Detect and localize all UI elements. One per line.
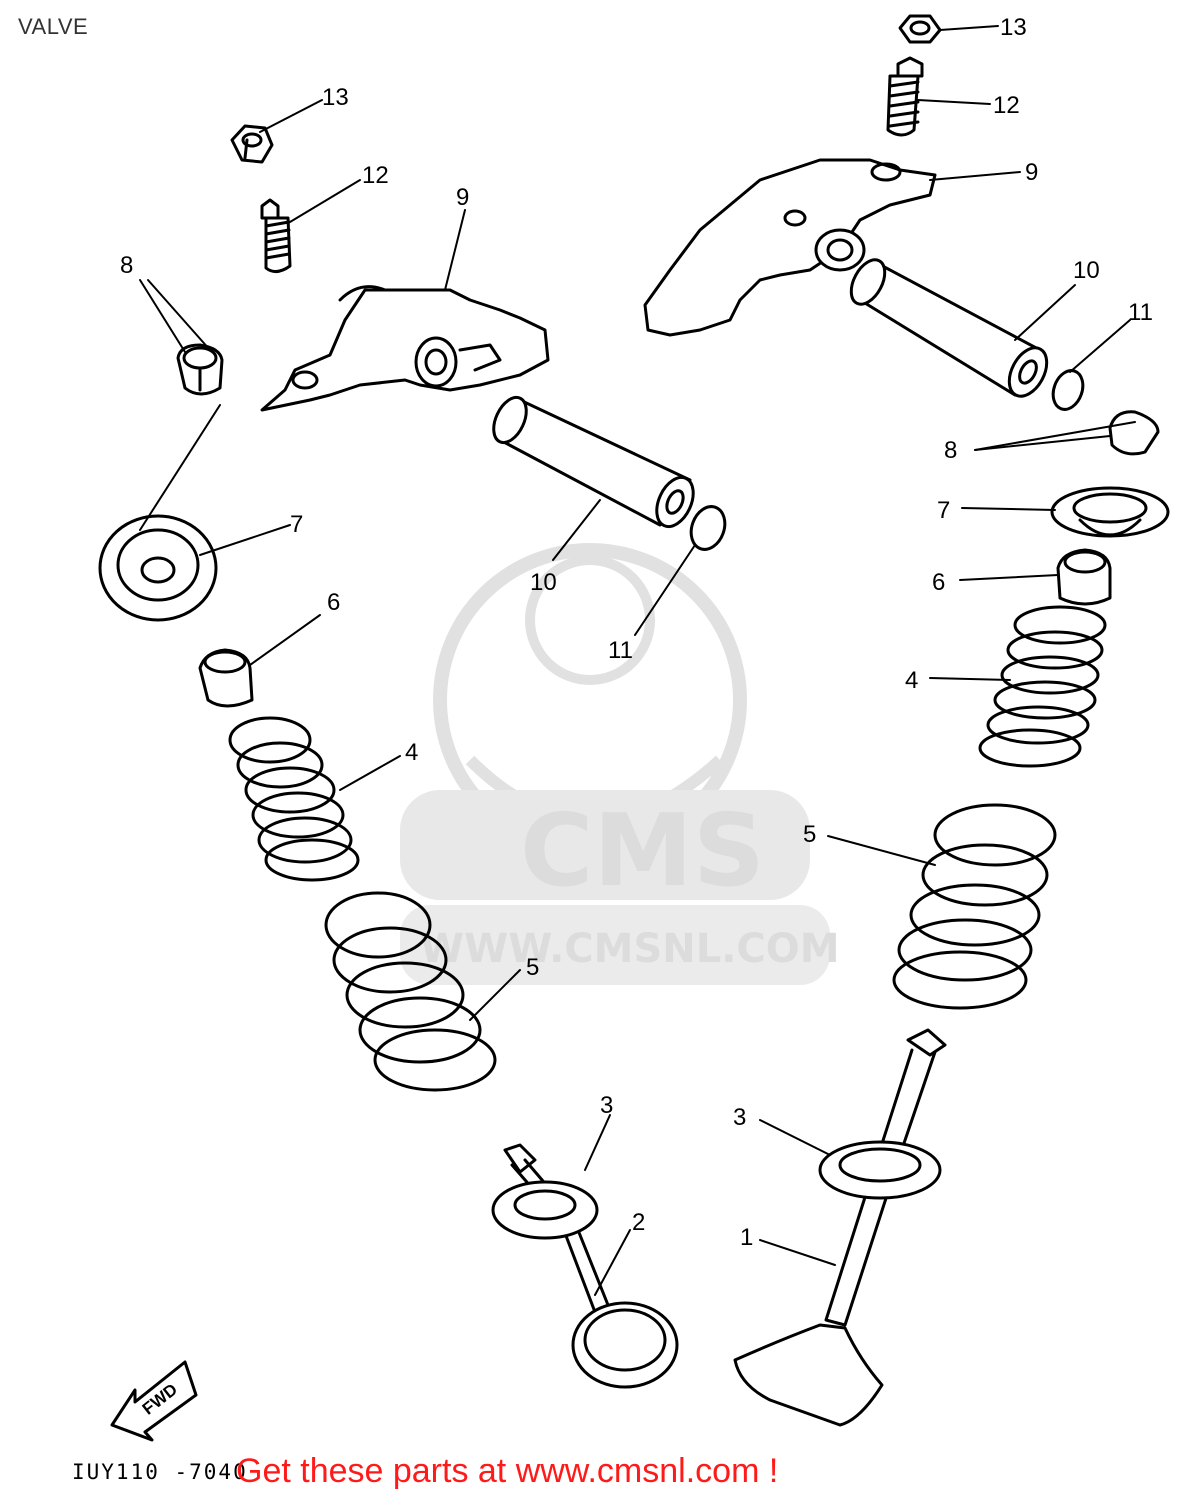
callout-13-right: 13 xyxy=(1000,14,1027,41)
callout-8-right: 8 xyxy=(944,437,957,464)
valve-left xyxy=(491,1143,679,1389)
callout-10-right: 10 xyxy=(1073,257,1100,284)
nut-left xyxy=(230,124,274,164)
adjuster-screw-left xyxy=(260,198,292,273)
callout-11-left: 11 xyxy=(608,637,633,664)
callout-8-left: 8 xyxy=(120,252,133,279)
outer-spring-left xyxy=(324,891,497,1092)
stem-seal-left xyxy=(198,648,254,708)
o-ring-left xyxy=(689,505,727,551)
stem-seal-right xyxy=(1056,548,1112,606)
callout-6-right: 6 xyxy=(932,569,945,596)
nut-right xyxy=(898,14,942,44)
leader-lines xyxy=(139,25,1136,1296)
spring-retainer-left xyxy=(98,514,218,622)
drawing-code: IUY110 -7040 xyxy=(72,1460,248,1484)
callout-numbers: 13 12 9 8 7 10 11 6 4 5 3 2 13 12 9 10 1… xyxy=(120,14,1153,1251)
callout-5-right: 5 xyxy=(803,821,816,848)
callout-9-left: 9 xyxy=(456,184,469,211)
inner-spring-left xyxy=(228,716,360,882)
watermark-brand: CMS xyxy=(520,792,765,909)
callout-7-right: 7 xyxy=(937,497,950,524)
watermark-url: WWW.CMSNL.COM xyxy=(420,926,840,972)
callout-1-right: 1 xyxy=(740,1224,753,1251)
callout-12-left: 12 xyxy=(362,162,389,189)
callout-12-right: 12 xyxy=(993,92,1020,119)
outer-spring-right xyxy=(892,803,1057,1010)
callout-4-right: 4 xyxy=(905,667,918,694)
callout-3-right: 3 xyxy=(733,1104,746,1131)
callout-9-right: 9 xyxy=(1025,159,1038,186)
callout-4-left: 4 xyxy=(405,739,418,766)
callout-7-left: 7 xyxy=(290,511,303,538)
callout-3-left: 3 xyxy=(600,1092,613,1119)
footer-link[interactable]: Get these parts at www.cmsnl.com ! xyxy=(236,1452,779,1490)
rocker-arm-right xyxy=(643,158,937,337)
o-ring-right xyxy=(1051,369,1085,411)
cms-watermark: CMS WWW.CMSNL.COM xyxy=(400,543,840,985)
rocker-shaft-left xyxy=(492,395,695,529)
forward-direction-arrow xyxy=(110,1360,198,1442)
inner-spring-right xyxy=(978,605,1107,768)
callout-6-left: 6 xyxy=(327,589,340,616)
callout-10-left: 10 xyxy=(530,569,557,596)
valve-cotter-right xyxy=(1108,410,1160,456)
rocker-arm-left xyxy=(260,285,550,412)
callout-13-left: 13 xyxy=(322,84,349,111)
callout-11-right: 11 xyxy=(1128,299,1153,326)
valve-cotter-left xyxy=(176,343,224,396)
rocker-shaft-right xyxy=(849,258,1049,398)
valve-right xyxy=(733,1028,947,1427)
callout-5-left: 5 xyxy=(526,954,539,981)
page-title: VALVE xyxy=(18,14,89,39)
spring-retainer-right xyxy=(1050,486,1170,538)
adjuster-screw-right xyxy=(886,56,924,137)
callout-2-left: 2 xyxy=(632,1209,645,1236)
